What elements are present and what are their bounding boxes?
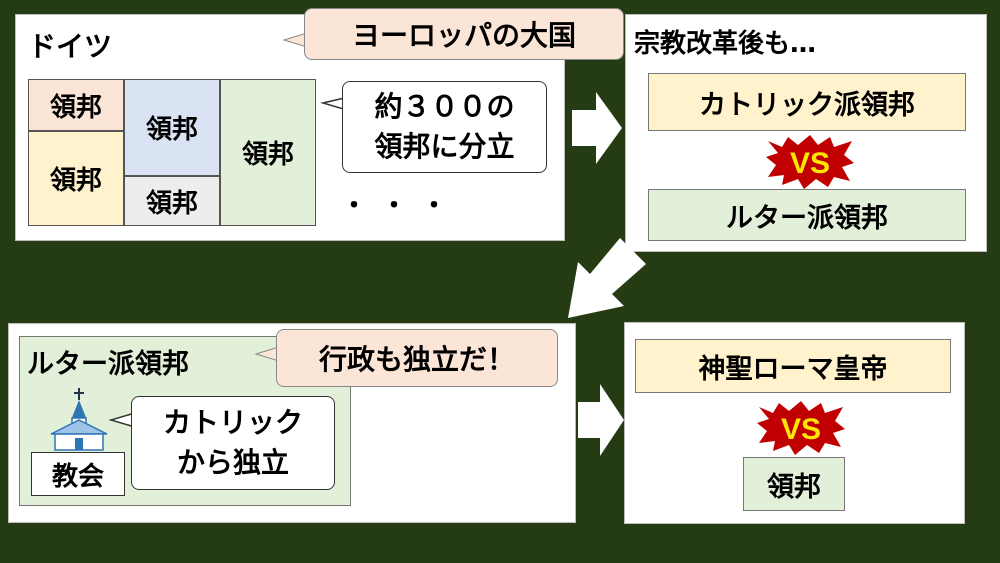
church-label: 教会	[31, 452, 125, 496]
vs-text-2: VS	[781, 413, 821, 446]
callout-300-line1: 約３００の	[374, 90, 515, 123]
church-callout-line2: から独立	[176, 446, 289, 479]
church-callout: カトリック から独立	[131, 396, 335, 490]
territory-blue: 領邦	[124, 79, 220, 176]
admin-callout: 行政も独立だ！	[276, 329, 558, 387]
territory-box: 領邦	[743, 457, 845, 511]
arrow-down-left	[568, 238, 646, 318]
vs-burst: VS	[766, 135, 854, 189]
territory-green: 領邦	[220, 79, 316, 226]
ellipsis-dots: ・・・	[341, 191, 462, 221]
lutheran-title: ルター派領邦	[27, 349, 189, 380]
church-icon	[50, 388, 108, 451]
territory-peach: 領邦	[28, 79, 124, 131]
church-callout-line1: カトリック	[162, 406, 303, 439]
tag-callout-europe: ヨーロッパの大国	[304, 8, 624, 60]
empire-panel: 神聖ローマ皇帝 VS 領邦	[624, 322, 965, 524]
reformation-title: 宗教改革後も…	[634, 29, 817, 59]
vs-text: VS	[790, 147, 830, 180]
catholic-territory: カトリック派領邦	[648, 73, 966, 131]
territory-yellow: 領邦	[28, 131, 124, 226]
arrow-right-top	[572, 92, 622, 164]
territory-gray: 領邦	[124, 176, 220, 226]
vs-burst-2: VS	[757, 401, 845, 455]
callout-300-territories: 約３００の 領邦に分立	[342, 81, 547, 173]
emperor-box: 神聖ローマ皇帝	[635, 339, 951, 393]
lutheran-territory: ルター派領邦	[648, 189, 966, 241]
callout-300-line2: 領邦に分立	[374, 130, 515, 163]
arrow-right-bottom	[578, 384, 624, 456]
germany-title: ドイツ	[28, 30, 113, 63]
reformation-panel: 宗教改革後も… カトリック派領邦 VS ルター派領邦	[625, 14, 987, 252]
